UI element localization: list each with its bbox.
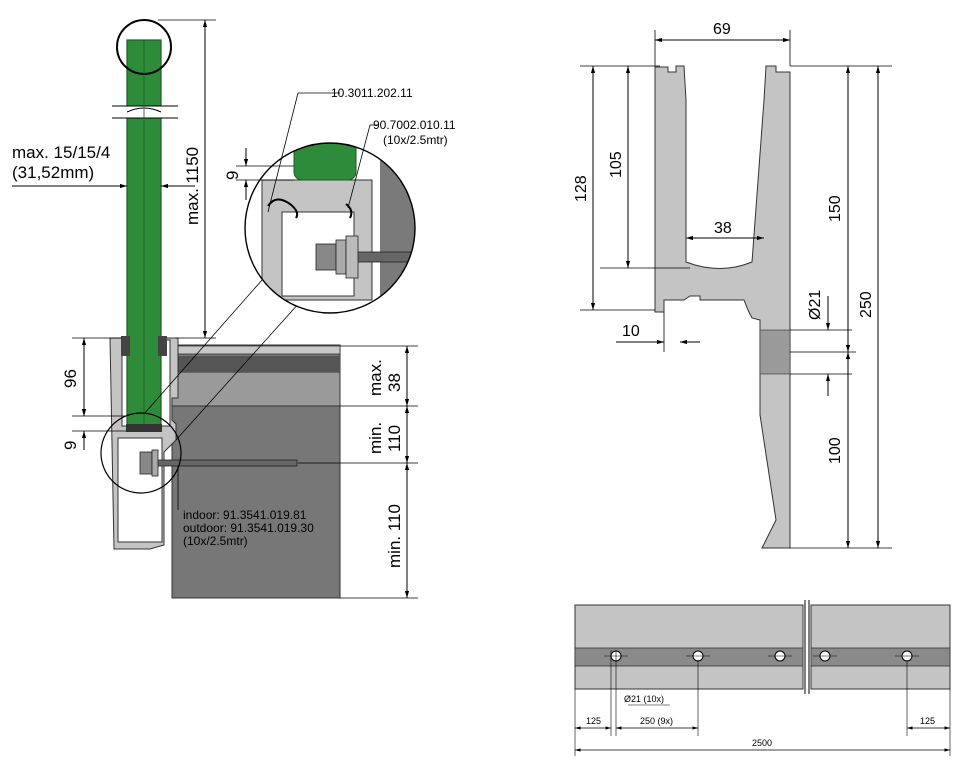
dim-hole-21: Ø21 [807,290,824,320]
detail-gasket [267,198,299,219]
detail-sleeve [345,235,359,279]
profile-dims: 69 128 105 38 10 Ø21 150 100 250 [573,21,892,549]
dim-outer-128: 128 [573,175,590,202]
screed-layer [171,371,341,407]
detail-washer [335,239,347,275]
anchor-outdoor: outdoor: 91.3541.019.30 [183,521,314,535]
anchor-rod [151,459,298,467]
dim-width-69: 69 [713,21,731,38]
clip-part-no: 90.7002.010.11 [373,118,456,132]
anchor-label: indoor: 91.3541.019.81 outdoor: 91.3541.… [177,466,314,548]
dim-96: 96 [61,369,80,388]
floor-dims: max. 38 min. 110 min. 110 [298,345,418,599]
glass-thickness-label-2: (31,52mm) [12,163,94,182]
floor-min-1a: min. [366,422,385,454]
glass-gasket-left [121,336,130,356]
strip-spacing: 250 (9x) [640,716,673,726]
strip-dims: Ø21 (10x) 125 250 (9x) 125 2500 [574,650,951,756]
strip-right-band [810,647,951,667]
anchor-pack: (10x/2.5mtr) [183,534,248,548]
strip-holes [604,650,919,662]
anchor-indoor: indoor: 91.3541.019.81 [183,508,307,522]
strip-length: 2500 [752,738,772,748]
part-labels: 10.3011.202.11 90.7002.010.11 (10x/2.5mt… [267,86,456,213]
anchor-washer [151,449,159,477]
glass-gasket-right [158,336,167,356]
anchor-nut [139,451,153,475]
dim-wall-10: 10 [622,323,640,340]
profile-strip [574,600,951,694]
floor-section [171,344,341,599]
profile-drawing [654,65,791,549]
glass-break-gap [112,106,178,118]
max-height-label: max. 1150 [183,147,202,225]
detail-clip [345,203,353,219]
dim-upper-150: 150 [827,195,844,222]
glass-pane [112,19,178,432]
floor-min-1b: 110 [385,425,404,452]
anchor-detail-circle [100,412,182,494]
strip-hole-label: Ø21 (10x) [624,694,664,704]
strip-end-right: 125 [920,716,935,726]
detail-wall [380,143,415,313]
clip-part-pack: (10x/2.5mtr) [383,133,448,147]
floor-tile [172,356,340,372]
strip-end-left: 125 [586,716,601,726]
dim-inner-105: 105 [608,151,625,178]
glass-thickness-label-1: max. 15/15/4 [12,143,110,162]
strip-left-band [574,647,804,667]
profile-shape [654,65,791,549]
max-height-dim: max. 1150 [158,19,216,339]
base-dims: 96 9 [61,337,126,450]
floor-min-2: min. 110 [385,504,404,568]
floor-max-2: 38 [385,373,404,392]
strip-left-body [574,604,804,690]
gasket-part-no: 10.3011.202.11 [331,86,413,100]
floor-max-1: max. [366,359,385,396]
dim-inner-38: 38 [714,220,732,237]
glass-thickness-dim: max. 15/15/4 (31,52mm) [12,143,195,189]
detail-glass [293,143,357,181]
profile-bolt-zone [759,329,791,375]
strip-right-body [810,604,951,690]
detail-nut [315,243,337,271]
detail-dim-9: 9 [223,171,242,180]
dim-lower-100: 100 [827,437,844,464]
detail-circle [244,142,416,314]
detail-magnifier: 9 [143,142,416,441]
dim-9: 9 [61,441,80,450]
anchor-bolt [100,412,298,494]
dim-total-250: 250 [858,291,875,318]
glass-setting-block [126,424,162,432]
